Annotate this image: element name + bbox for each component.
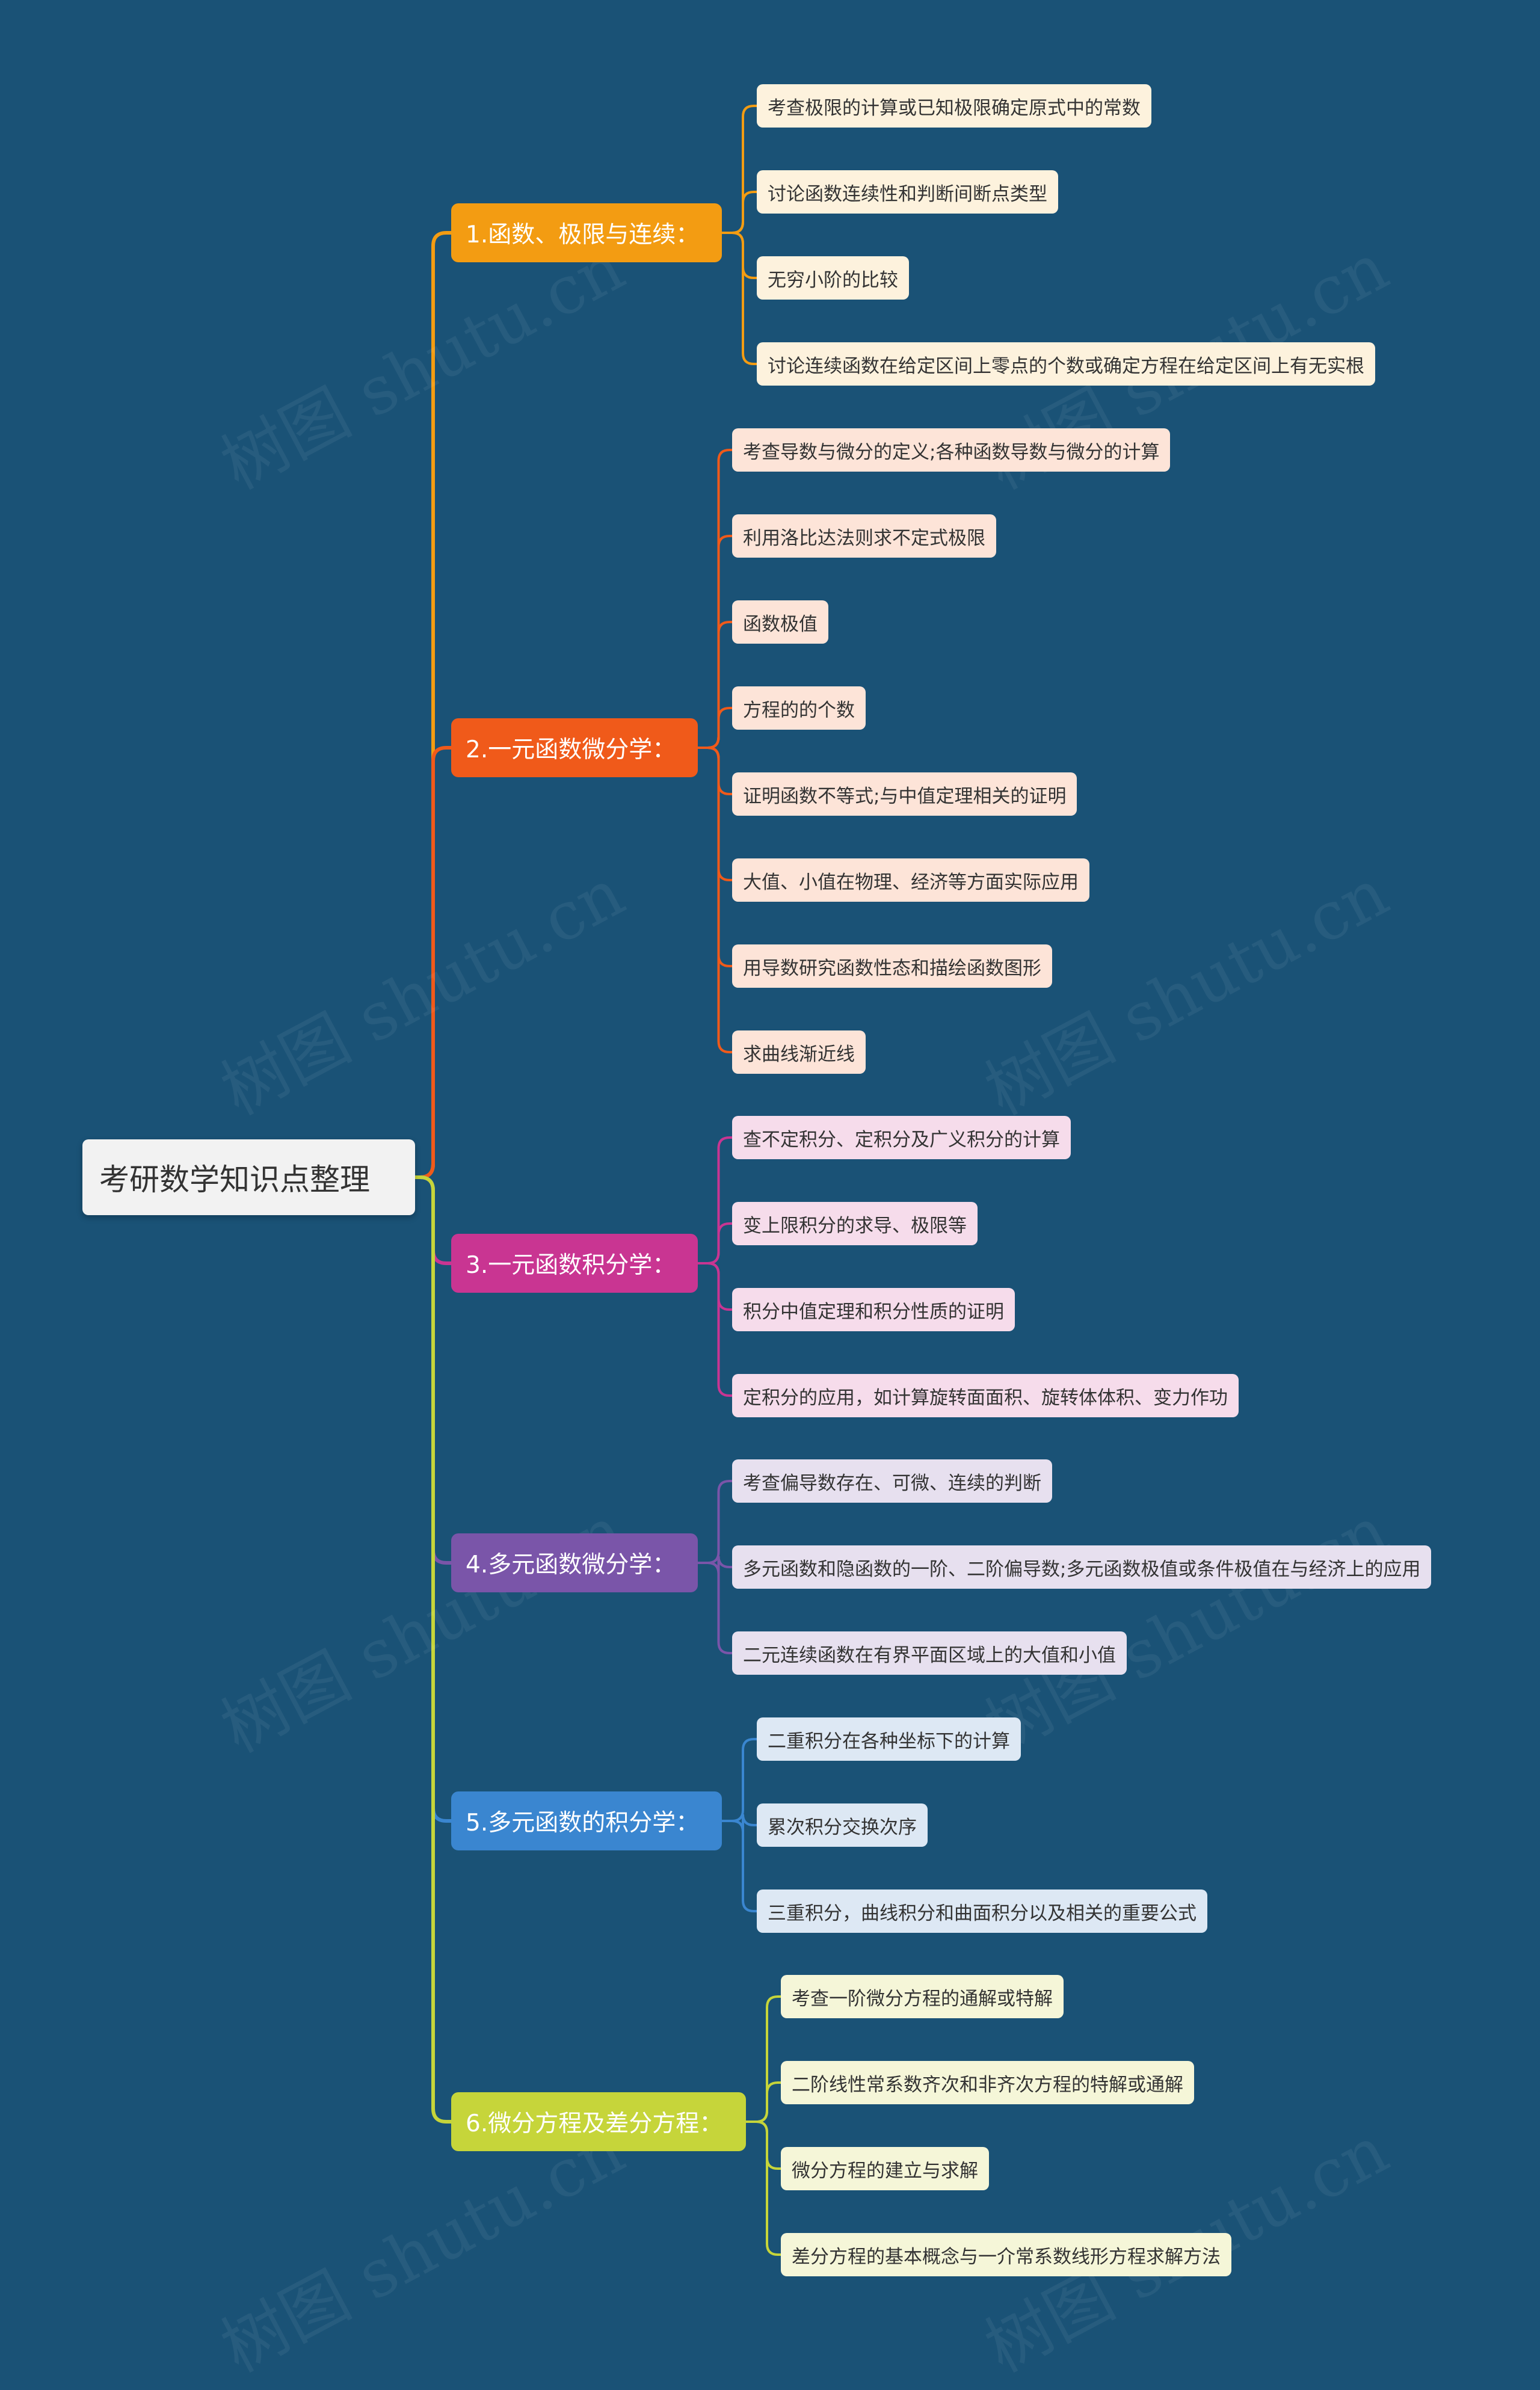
leaf-topic[interactable]: 利用洛比达法则求不定式极限: [732, 514, 996, 558]
leaf-topic[interactable]: 讨论函数连续性和判断间断点类型: [757, 170, 1058, 214]
leaf-topic-label: 考查极限的计算或已知极限确定原式中的常数: [768, 97, 1141, 119]
leaf-connector: [697, 535, 733, 749]
leaf-topic[interactable]: 变上限积分的求导、极限等: [732, 1202, 978, 1245]
leaf-topic[interactable]: 无穷小阶的比较: [757, 256, 909, 300]
leaf-topic-label: 利用洛比达法则求不定式极限: [743, 527, 985, 549]
branch-topic[interactable]: 5.多元函数的积分学：: [451, 1791, 722, 1850]
leaf-connector: [721, 105, 758, 234]
leaf-topic-label: 方程的的个数: [743, 699, 855, 721]
leaf-topic-label: 变上限积分的求导、极限等: [743, 1215, 967, 1237]
leaf-topic-label: 定积分的应用，如计算旋转面面积、旋转体体积、变力作功: [743, 1387, 1228, 1409]
leaf-topic-label: 考查偏导数存在、可微、连续的判断: [743, 1472, 1041, 1494]
leaf-topic[interactable]: 考查导数与微分的定义;各种函数导数与微分的计算: [732, 428, 1171, 472]
branch-topic[interactable]: 1.函数、极限与连续：: [451, 203, 722, 262]
leaf-topic-label: 微分方程的建立与求解: [792, 2160, 978, 2182]
leaf-connector: [697, 1136, 733, 1264]
branch-topic-label: 1.函数、极限与连续：: [466, 221, 700, 248]
branch-topic[interactable]: 3.一元函数积分学：: [451, 1234, 698, 1293]
leaf-connector: [721, 232, 758, 365]
trunk-connector: [413, 1175, 453, 2124]
leaf-connector: [745, 1995, 782, 2123]
trunk-connector: [413, 746, 453, 1179]
leaf-topic[interactable]: 二元连续函数在有界平面区域上的大值和小值: [732, 1631, 1127, 1675]
branch-topic-label: 2.一元函数微分学：: [466, 736, 676, 763]
leaf-topic-label: 求曲线渐近线: [743, 1043, 855, 1065]
leaf-connector: [697, 1562, 733, 1654]
leaf-connector: [697, 1262, 733, 1397]
leaf-topic[interactable]: 积分中值定理和积分性质的证明: [732, 1288, 1015, 1331]
leaf-topic[interactable]: 用导数研究函数性态和描绘函数图形: [732, 944, 1052, 988]
leaf-topic[interactable]: 差分方程的基本概念与一介常系数线形方程求解方法: [781, 2233, 1231, 2276]
branch-topic[interactable]: 6.微分方程及差分方程：: [451, 2092, 746, 2151]
leaf-topic[interactable]: 三重积分，曲线积分和曲面积分以及相关的重要公式: [757, 1890, 1207, 1933]
leaf-topic-label: 无穷小阶的比较: [768, 269, 898, 291]
leaf-connector: [721, 1820, 758, 1912]
leaf-topic[interactable]: 二重积分在各种坐标下的计算: [757, 1717, 1021, 1761]
leaf-topic[interactable]: 讨论连续函数在给定区间上零点的个数或确定方程在给定区间上有无实根: [757, 342, 1375, 386]
leaf-topic[interactable]: 函数极值: [732, 600, 828, 644]
branch-topic[interactable]: 2.一元函数微分学：: [451, 718, 698, 777]
branch-topic-label: 3.一元函数积分学：: [466, 1252, 676, 1279]
leaf-connector: [697, 747, 733, 1053]
leaf-topic-label: 累次积分交换次序: [768, 1816, 917, 1838]
leaf-connector: [745, 2121, 782, 2256]
leaf-connector: [721, 191, 758, 234]
leaf-topic[interactable]: 微分方程的建立与求解: [781, 2147, 989, 2190]
leaf-topic-label: 函数极值: [743, 613, 818, 635]
leaf-connector: [745, 2121, 782, 2170]
leaf-topic-label: 讨论连续函数在给定区间上零点的个数或确定方程在给定区间上有无实根: [768, 355, 1364, 377]
leaf-connector: [697, 1222, 733, 1264]
leaf-topic-label: 讨论函数连续性和判断间断点类型: [768, 183, 1047, 205]
branch-topic-label: 6.微分方程及差分方程：: [466, 2110, 723, 2137]
leaf-connector: [697, 1262, 733, 1311]
leaf-topic[interactable]: 证明函数不等式;与中值定理相关的证明: [732, 772, 1077, 816]
leaf-topic[interactable]: 考查偏导数存在、可微、连续的判断: [732, 1459, 1052, 1503]
leaf-connector: [721, 1738, 758, 1822]
root-topic[interactable]: 考研数学知识点整理: [82, 1139, 415, 1215]
leaf-connector: [697, 747, 733, 881]
leaf-topic[interactable]: 多元函数和隐函数的一阶、二阶偏导数;多元函数极值或条件极值在与经济上的应用: [732, 1545, 1432, 1589]
leaf-connector: [697, 747, 733, 795]
leaf-topic[interactable]: 求曲线渐近线: [732, 1030, 866, 1074]
leaf-topic-label: 积分中值定理和积分性质的证明: [743, 1301, 1004, 1323]
leaf-topic[interactable]: 累次积分交换次序: [757, 1803, 928, 1847]
leaf-topic-label: 考查导数与微分的定义;各种函数导数与微分的计算: [743, 441, 1160, 463]
leaf-topic-label: 二阶线性常系数齐次和非齐次方程的特解或通解: [792, 2074, 1183, 2096]
leaf-topic-label: 用导数研究函数性态和描绘函数图形: [743, 957, 1041, 979]
leaf-topic-label: 证明函数不等式;与中值定理相关的证明: [743, 785, 1067, 807]
leaf-connector: [697, 707, 733, 749]
branch-topic-label: 4.多元函数微分学：: [466, 1551, 676, 1578]
branch-topic[interactable]: 4.多元函数微分学：: [451, 1533, 698, 1592]
leaf-topic-label: 差分方程的基本概念与一介常系数线形方程求解方法: [792, 2246, 1221, 2268]
leaf-topic[interactable]: 考查一阶微分方程的通解或特解: [781, 1975, 1064, 2018]
leaf-topic[interactable]: 二阶线性常系数齐次和非齐次方程的特解或通解: [781, 2061, 1194, 2104]
leaf-connector: [721, 232, 758, 279]
leaf-topic-label: 考查一阶微分方程的通解或特解: [792, 1988, 1053, 2010]
leaf-topic-label: 多元函数和隐函数的一阶、二阶偏导数;多元函数极值或条件极值在与经济上的应用: [743, 1558, 1421, 1580]
leaf-connector: [697, 621, 733, 749]
leaf-topic[interactable]: 查不定积分、定积分及广义积分的计算: [732, 1116, 1071, 1159]
leaf-topic-label: 二元连续函数在有界平面区域上的大值和小值: [743, 1644, 1116, 1666]
leaf-topic[interactable]: 考查极限的计算或已知极限确定原式中的常数: [757, 84, 1151, 128]
branch-topic-label: 5.多元函数的积分学：: [466, 1809, 700, 1837]
leaf-topic[interactable]: 方程的的个数: [732, 686, 866, 730]
leaf-topic[interactable]: 大值、小值在物理、经济等方面实际应用: [732, 858, 1089, 902]
leaf-topic-label: 三重积分，曲线积分和曲面积分以及相关的重要公式: [768, 1902, 1197, 1924]
leaf-topic-label: 二重积分在各种坐标下的计算: [768, 1730, 1010, 1752]
leaf-connector: [697, 1480, 733, 1564]
leaf-connector: [697, 747, 733, 967]
leaf-topic-label: 查不定积分、定积分及广义积分的计算: [743, 1129, 1060, 1151]
leaf-topic[interactable]: 定积分的应用，如计算旋转面面积、旋转体体积、变力作功: [732, 1374, 1239, 1417]
root-topic-label: 考研数学知识点整理: [99, 1162, 370, 1197]
leaf-topic-label: 大值、小值在物理、经济等方面实际应用: [743, 871, 1079, 893]
leaf-connector: [745, 2081, 782, 2123]
leaf-connector: [697, 449, 733, 749]
